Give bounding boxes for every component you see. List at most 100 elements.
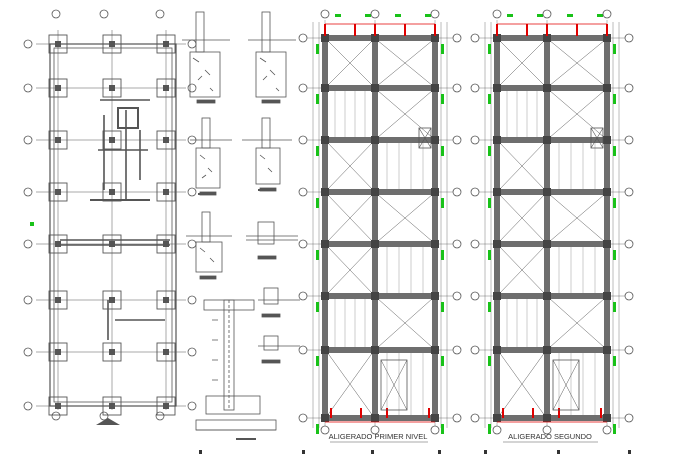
- footing-column: [163, 85, 169, 91]
- green-marker: [488, 356, 491, 366]
- green-marker: [441, 302, 444, 312]
- footing-column: [163, 189, 169, 195]
- rebar-mark-red: [600, 408, 602, 418]
- grid-bubble-right: [452, 187, 462, 197]
- column: [543, 240, 551, 248]
- rebar-mark-red: [532, 408, 534, 418]
- shaft-diagonal: [418, 127, 432, 149]
- foundation-plan: [36, 30, 186, 425]
- footing-column: [109, 241, 115, 247]
- grid-bubble-right: [624, 239, 634, 249]
- column: [603, 346, 611, 354]
- grid-bubble-right: [624, 83, 634, 93]
- detail-footing-4: [242, 117, 292, 192]
- beam-horizontal: [494, 347, 610, 353]
- column: [543, 84, 551, 92]
- opening: [552, 359, 580, 411]
- slab-diagonal: [548, 297, 606, 349]
- plan-title-segundo: ALIGERADO SEGUNDO: [508, 432, 592, 441]
- column: [321, 346, 329, 354]
- rebar-mark-red: [428, 408, 430, 418]
- slab-diagonal: [548, 193, 606, 243]
- grid-bubble-left: [470, 413, 480, 423]
- green-marker: [441, 198, 444, 208]
- grid-bubble-left: [470, 187, 480, 197]
- grid-bubble-top: [492, 9, 502, 19]
- green-marker: [537, 14, 543, 17]
- floor-plan-segundo: [470, 9, 634, 435]
- grid-bubble-right: [187, 295, 197, 305]
- grid-bubble-right: [187, 39, 197, 49]
- footing-column: [55, 137, 61, 143]
- slab-diagonal: [376, 193, 434, 243]
- slab-diagonal: [326, 39, 374, 87]
- beam-horizontal: [494, 137, 610, 143]
- grid-bubble-right: [624, 135, 634, 145]
- rebar-mark-red: [354, 24, 356, 36]
- beam-horizontal: [494, 189, 610, 195]
- green-marker: [488, 94, 491, 104]
- beam-vertical: [494, 35, 500, 421]
- beam-horizontal: [494, 293, 610, 299]
- footing: [102, 234, 122, 254]
- column: [321, 84, 329, 92]
- grid-bubble-right: [187, 347, 197, 357]
- grid-bubble-bottom: [155, 411, 165, 421]
- column: [493, 136, 501, 144]
- footing: [156, 34, 176, 54]
- footing-column: [109, 85, 115, 91]
- slab-diagonal: [498, 193, 546, 243]
- beam-horizontal: [322, 241, 438, 247]
- footing-column: [109, 137, 115, 143]
- rebar-mark-red: [360, 408, 362, 418]
- beam-vertical: [604, 35, 610, 421]
- footing-column: [55, 85, 61, 91]
- column: [431, 188, 439, 196]
- footing: [156, 78, 176, 98]
- grid-bubble-right: [624, 187, 634, 197]
- column: [371, 34, 379, 42]
- opening-diagonal: [552, 359, 580, 411]
- grid-bubble-top: [99, 9, 109, 19]
- green-marker: [30, 222, 34, 226]
- rebar-mark-red: [374, 24, 376, 36]
- beam-vertical: [372, 35, 378, 421]
- detail-beam-8: [258, 335, 300, 364]
- grid-bubble-left: [470, 345, 480, 355]
- footing: [102, 396, 122, 416]
- shaft-box: [590, 127, 604, 149]
- grid-bubble-left: [23, 83, 33, 93]
- column: [431, 414, 439, 422]
- beam-horizontal: [494, 415, 610, 421]
- footing: [102, 342, 122, 362]
- column-elevation-detail: [195, 299, 277, 431]
- grid-bubble-left: [470, 83, 480, 93]
- grid-bubble-bottom: [370, 425, 380, 435]
- column: [493, 188, 501, 196]
- green-marker: [441, 424, 444, 434]
- foundation-footings: [48, 34, 176, 416]
- footing-column: [163, 241, 169, 247]
- column: [371, 188, 379, 196]
- rebar-mark-red: [558, 408, 560, 418]
- beam-horizontal: [322, 293, 438, 299]
- grid-bubble-left: [470, 239, 480, 249]
- grid-bubble-left: [298, 135, 308, 145]
- grid-bubble-right: [452, 239, 462, 249]
- column: [321, 34, 329, 42]
- shaft-diagonal: [590, 127, 604, 149]
- column: [321, 414, 329, 422]
- column: [321, 240, 329, 248]
- beam-horizontal: [322, 85, 438, 91]
- footing: [156, 234, 176, 254]
- detail-footing-2: [248, 11, 296, 104]
- footing: [156, 290, 176, 310]
- rebar-mark-red: [496, 24, 498, 36]
- footing: [156, 130, 176, 150]
- footing: [48, 342, 68, 362]
- grid-bubble-top: [542, 9, 552, 19]
- green-marker: [395, 14, 401, 17]
- footing-column: [109, 403, 115, 409]
- green-marker: [613, 198, 616, 208]
- grid-bubble-left: [298, 291, 308, 301]
